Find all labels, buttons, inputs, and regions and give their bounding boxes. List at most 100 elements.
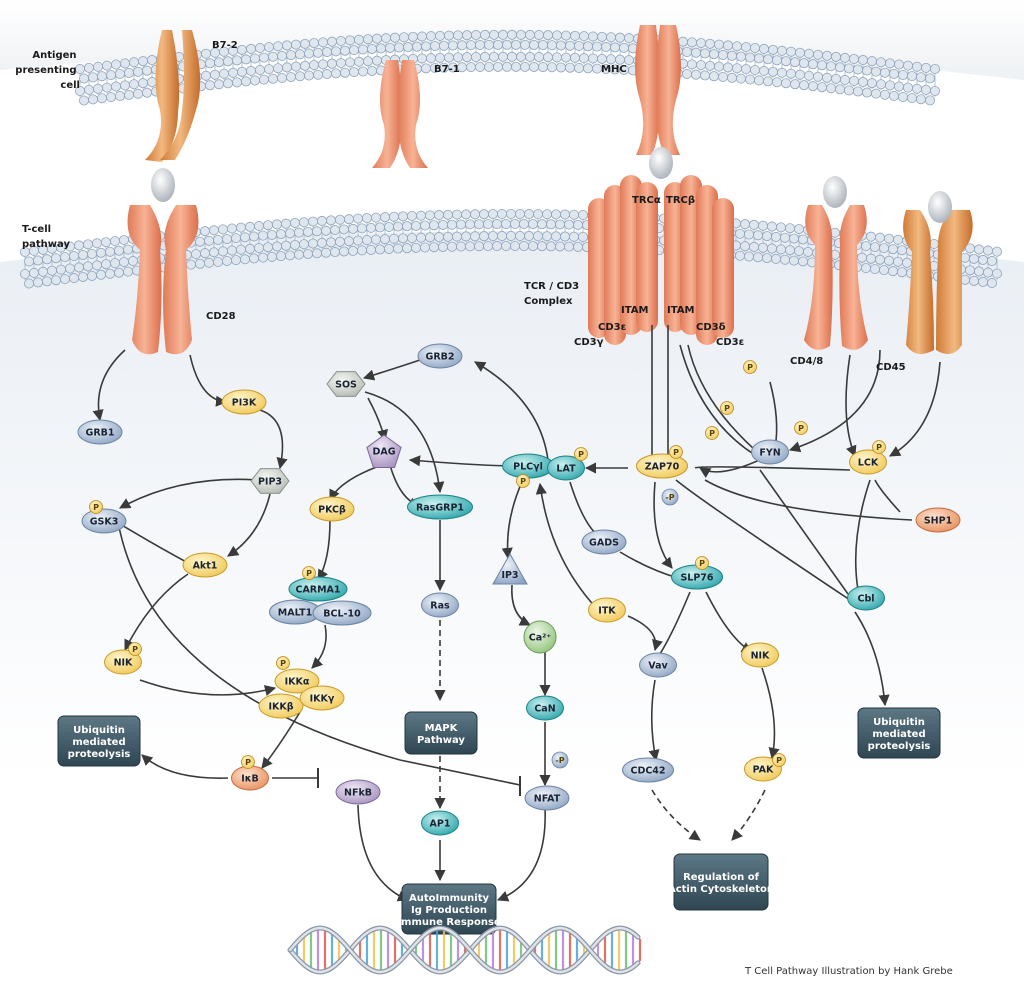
svg-text:P: P (245, 758, 251, 767)
node-nik-left: NIK (104, 649, 142, 675)
node-label-nfat: NFAT (534, 794, 561, 805)
node-plcg: PLCγl (502, 453, 554, 479)
svg-text:AutoImmunity: AutoImmunity (409, 893, 490, 904)
svg-text:Immune Response: Immune Response (397, 917, 501, 928)
node-gsk3: GSK3 (81, 508, 127, 534)
svg-text:P: P (578, 450, 584, 459)
svg-text:P: P (876, 443, 882, 452)
node-label-akt1: Akt1 (193, 561, 218, 572)
node-ip3: IP3 (492, 552, 528, 585)
node-label-sos: SOS (335, 380, 357, 391)
signaling-edges (92, 325, 941, 902)
node-label-grb2: GRB2 (426, 352, 455, 363)
svg-text:Actin Cytoskeleton: Actin Cytoskeleton (668, 884, 774, 895)
node-label-ap1: AP1 (430, 819, 451, 830)
node-label-cbl: Cbl (857, 594, 874, 605)
node-label-ikkb: IKKβ (268, 702, 293, 713)
svg-text:P: P (520, 477, 526, 486)
phospho-badge: P (669, 445, 683, 459)
node-label-ras: Ras (430, 601, 450, 612)
node-label-fyn: FYN (759, 448, 780, 459)
phospho-badge: P (705, 426, 719, 440)
svg-text:P: P (709, 429, 715, 438)
phospho-badge: P (574, 447, 588, 461)
svg-text:proteolysis: proteolysis (68, 749, 131, 760)
phospho-badge: P (695, 556, 709, 570)
node-label-slp76: SLP76 (680, 573, 713, 584)
node-label-rasgrp1: RasGRP1 (416, 503, 464, 514)
node-ikka: IKKα (274, 668, 320, 694)
svg-text:Ubiquitin: Ubiquitin (73, 725, 125, 736)
node-ca: Ca²⁺ (523, 620, 557, 654)
node-pi3k: PI3K (221, 389, 267, 415)
node-label-pkcb: PKCβ (318, 505, 346, 516)
cd28-receptor (127, 205, 199, 355)
svg-text:P: P (280, 659, 286, 668)
phospho-badge: P (872, 440, 886, 454)
tcr-cd3-label: TCR / CD3 Complex (524, 281, 583, 307)
node-label-vav: Vav (648, 661, 668, 672)
node-grb1: GRB1 (77, 419, 123, 445)
mhc-label: MHC (601, 64, 627, 75)
node-ikb: IκB (231, 765, 269, 791)
svg-text:Pathway: Pathway (417, 735, 465, 746)
node-akt1: Akt1 (182, 552, 228, 578)
node-lck: LCK (849, 449, 887, 475)
node-label-ikkg: IKKγ (310, 694, 335, 705)
node-label-pak: PAK (753, 765, 774, 776)
node-label-gsk3: GSK3 (90, 517, 119, 528)
trc-alpha-label: TRCα (632, 195, 661, 206)
node-pkcb: PKCβ (309, 496, 355, 522)
node-label-malt1: MALT1 (278, 608, 312, 619)
b7-2-label: B7-2 (212, 40, 238, 51)
node-nfkb: NFkB (335, 779, 381, 805)
cd4-8-label: CD4/8 (790, 356, 823, 367)
node-label-nik-left: NIK (114, 658, 133, 669)
node-label-ikb: IκB (241, 774, 259, 785)
cd45-receptor (903, 191, 973, 354)
antigen-peptide-tcr (649, 147, 673, 179)
svg-text:Regulation of: Regulation of (683, 872, 759, 883)
dephospho-badge: -P (551, 751, 569, 769)
node-label-bcl10: BCL-10 (323, 609, 361, 620)
svg-text:-P: -P (665, 493, 674, 502)
cd28-label: CD28 (206, 311, 236, 322)
phospho-badge: P (720, 401, 734, 415)
cd3-delta-label: CD3δ (696, 322, 726, 333)
svg-text:P: P (132, 645, 138, 654)
phospho-badge: P (794, 421, 808, 435)
phospho-badge: P (276, 656, 290, 670)
node-nik-right: NIK (741, 642, 779, 668)
node-sos: SOS (326, 371, 366, 397)
node-nfat: NFAT (524, 785, 570, 811)
node-ikkg: IKKγ (299, 685, 345, 711)
phospho-badge: P (516, 474, 530, 488)
node-carma1: CARMA1 (288, 576, 348, 602)
node-slp76: SLP76 (671, 564, 723, 590)
node-grb2: GRB2 (417, 343, 463, 369)
node-ap1: AP1 (421, 810, 459, 836)
svg-text:MAPK: MAPK (425, 723, 459, 734)
svg-text:P: P (93, 503, 99, 512)
node-label-plcg: PLCγl (513, 462, 543, 473)
node-shp1: SHP1 (915, 507, 961, 533)
node-itk: ITK (588, 597, 626, 623)
svg-text:mediated: mediated (872, 729, 925, 740)
node-label-lck: LCK (858, 458, 879, 469)
svg-text:P: P (306, 569, 312, 578)
svg-text:mediated: mediated (72, 737, 125, 748)
node-cbl: Cbl (847, 585, 885, 611)
svg-text:Ig Production: Ig Production (411, 905, 487, 916)
node-label-dag: DAG (372, 447, 395, 458)
node-label-lat: LAT (556, 464, 576, 475)
node-label-itk: ITK (598, 606, 616, 617)
credit-text: T Cell Pathway Illustration by Hank Greb… (744, 966, 953, 977)
svg-text:P: P (673, 448, 679, 457)
cd4-8-ligand (823, 176, 847, 208)
b7-1-receptor (372, 60, 428, 168)
